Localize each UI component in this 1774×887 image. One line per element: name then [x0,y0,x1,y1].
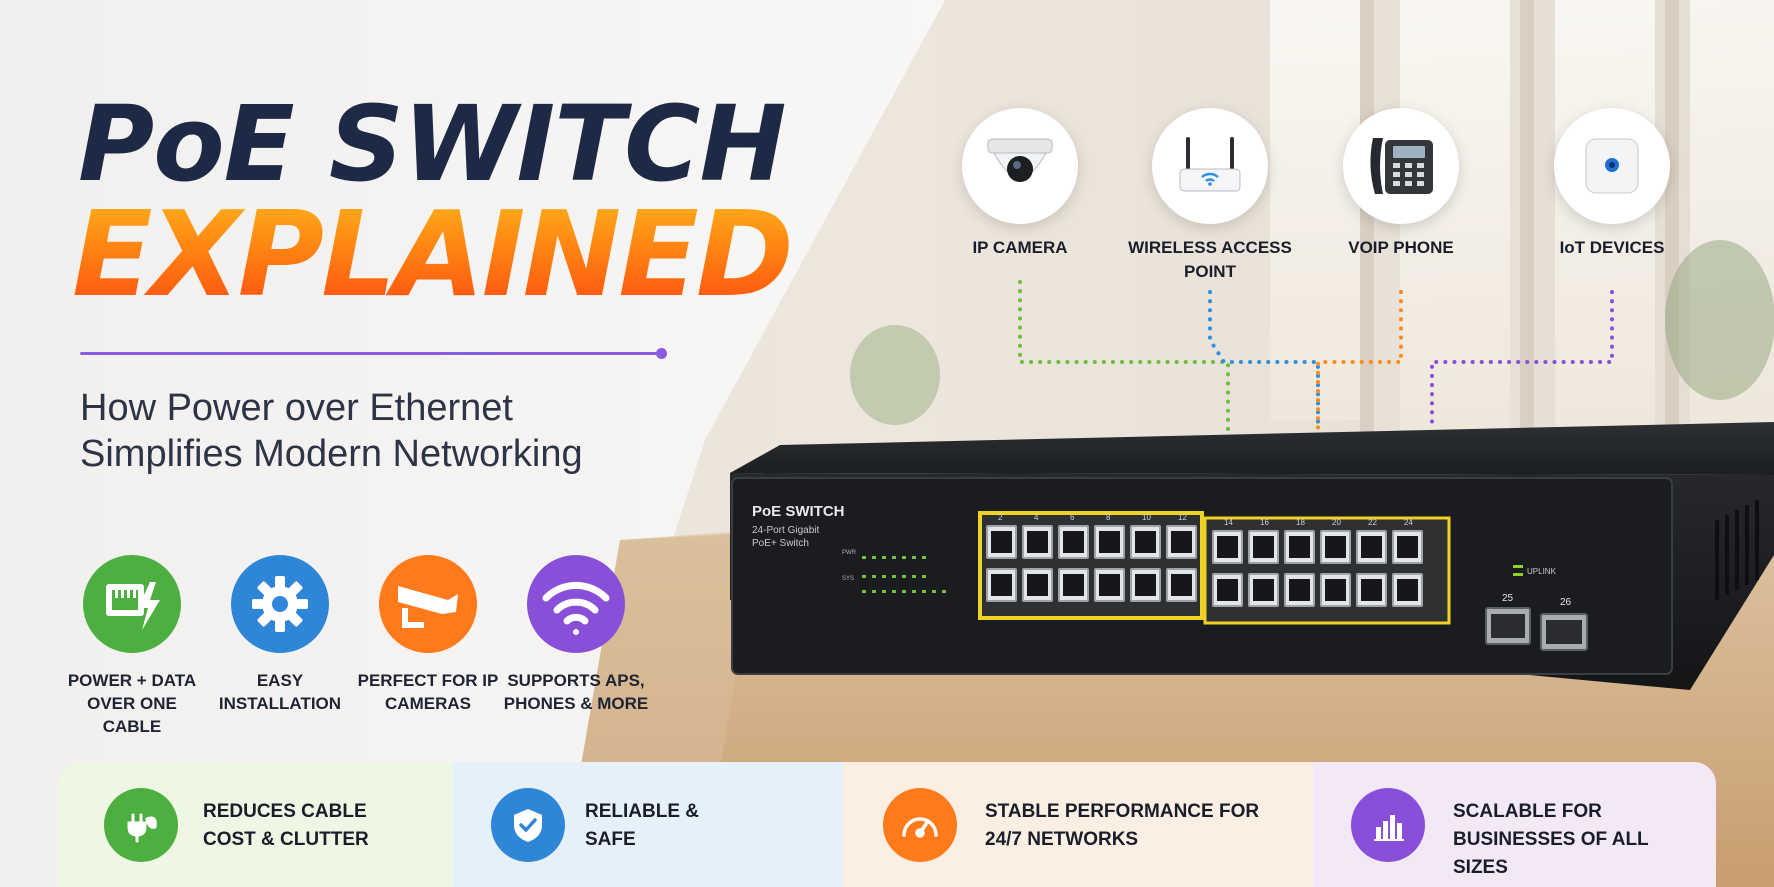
dome-camera-icon [962,108,1078,224]
feature-easy-install: EASY INSTALLATION [205,555,355,715]
benefit-text: REDUCES CABLE COST & CLUTTER [203,801,369,850]
device-ip-camera: IP CAMERA [935,108,1105,257]
feature-supports-aps: SUPPORTS APs, PHONES & MORE [501,555,651,715]
feature-icon-circle [83,555,181,653]
device-label: WIRELESS ACCESS POINT [1128,238,1292,281]
benefit-stable-performance: STABLE PERFORMANCE FOR 24/7 NETWORKS [843,762,1313,887]
eco-plug-icon [104,788,178,862]
subtitle: How Power over Ethernet Simplifies Moder… [80,387,583,475]
benefit-reduces-cost: REDUCES CABLE COST & CLUTTER [58,762,453,887]
benefit-text: STABLE PERFORMANCE FOR 24/7 NETWORKS [985,801,1260,850]
device-label: IP CAMERA [972,238,1068,257]
benefit-scalable: SCALABLE FOR BUSINESSES OF ALL SIZES [1313,762,1716,887]
title-line-1: PoE SWITCH [78,83,787,205]
feature-ip-cameras: PERFECT FOR IP CAMERAS [353,555,503,715]
benefit-text: SCALABLE FOR BUSINESSES OF ALL SIZES [1453,801,1649,878]
title-underline-dot [656,348,667,359]
feature-icon-circle [231,555,329,653]
title-line-2: EXPLAINED [72,185,794,323]
speedometer-icon [883,788,957,862]
feature-icon-circle [527,555,625,653]
feature-label: PERFECT FOR IP CAMERAS [357,671,499,713]
device-label: IoT DEVICES [1559,238,1665,257]
feature-power-data: POWER + DATA OVER ONE CABLE [57,555,207,738]
benefits-bar: REDUCES CABLE COST & CLUTTER RELIABLE & … [58,762,1716,887]
feature-label: SUPPORTS APs, PHONES & MORE [503,671,649,713]
device-wireless-ap: WIRELESS ACCESS POINT [1125,108,1295,281]
router-icon [1152,108,1268,224]
device-voip-phone: VOIP PHONE [1316,108,1486,257]
device-label: VOIP PHONE [1348,238,1454,257]
benefit-reliable: RELIABLE & SAFE [453,762,843,887]
device-iot: IoT DEVICES [1527,108,1697,257]
desk-phone-icon [1343,108,1459,224]
iot-sensor-icon [1554,108,1670,224]
benefit-text: RELIABLE & SAFE [585,801,699,850]
feature-label: EASY INSTALLATION [218,671,342,713]
shield-icon [491,788,565,862]
bar-chart-icon [1351,788,1425,862]
feature-label: POWER + DATA OVER ONE CABLE [67,671,197,736]
title-underline [80,352,660,355]
feature-icon-circle [379,555,477,653]
